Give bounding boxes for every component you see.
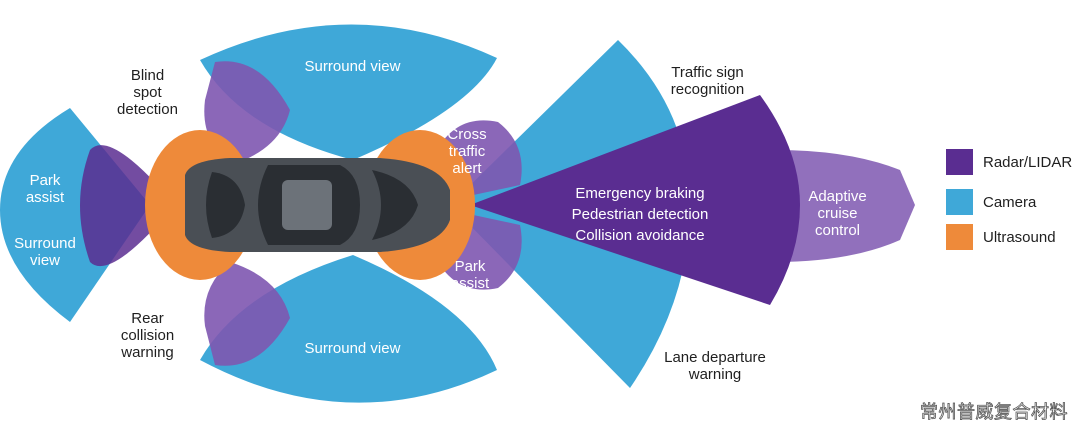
legend-label-camera: Camera [983, 193, 1037, 211]
rear-radar-zone [80, 145, 175, 267]
lane-departure-label: Lane departure warning [664, 349, 766, 383]
legend-swatch-camera [946, 189, 973, 215]
legend-swatch-ultrasound [946, 224, 973, 250]
legend-label-ultrasound: Ultrasound [983, 228, 1056, 246]
legend-label-radar: Radar/LIDAR [983, 153, 1073, 171]
rear-collision-label: Rear collision warning [120, 310, 175, 361]
legend-swatch-radar [946, 149, 973, 175]
adaptive-cruise-label: Adaptive cruise control [808, 188, 867, 239]
surround-left-label: Surround view [14, 235, 76, 269]
park-assist-left-label: Park assist [25, 172, 65, 206]
legend-item-ultrasound: Ultrasound [946, 224, 1056, 250]
blind-spot-bottom-zone [204, 262, 290, 366]
surround-bottom-label: Surround view [304, 340, 401, 357]
park-assist-right-label: Park assist [450, 258, 490, 292]
mid-range-radar-zone [470, 95, 800, 305]
watermark: 常州普威复合材料 [920, 402, 1068, 424]
car-top-view [185, 158, 450, 252]
blind-spot-label: Blind spot detection [117, 67, 178, 118]
legend-item-camera: Camera [946, 189, 1036, 215]
collision-avoidance-label: Collision avoidance [575, 227, 705, 244]
traffic-sign-label: Traffic sign recognition [670, 64, 745, 98]
legend-item-radar: Radar/LIDAR [946, 149, 1072, 175]
cross-traffic-label: Cross traffic alert [447, 126, 487, 177]
emergency-braking-label: Emergency braking [575, 185, 705, 202]
pedestrian-detection-label: Pedestrian detection [571, 206, 709, 223]
surround-top-label: Surround view [304, 58, 401, 75]
